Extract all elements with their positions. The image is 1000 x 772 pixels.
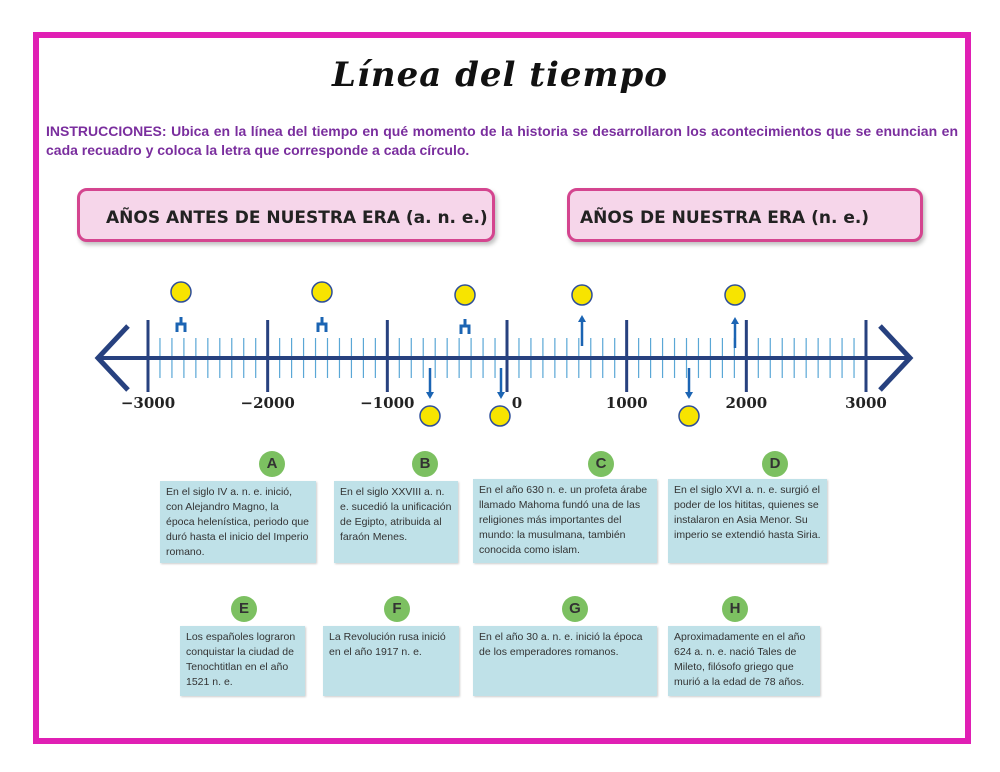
axis-label: 1000 [606, 394, 648, 412]
answer-circle[interactable] [311, 281, 333, 303]
instructions-text: INSTRUCCIONES: Ubica en la línea del tie… [46, 123, 958, 158]
card-e: Los españoles lograron conquistar la ciu… [180, 626, 305, 696]
answer-circle[interactable] [170, 281, 192, 303]
answer-circle[interactable] [724, 284, 746, 306]
page-title: Línea del tiempo [332, 55, 668, 95]
card-g: En el año 30 a. n. e. inició la época de… [473, 626, 657, 696]
marker-up-5 [724, 284, 746, 348]
card-a-badge: A [259, 451, 285, 477]
card-c-badge: C [588, 451, 614, 477]
card-f: La Revolución rusa inició en el año 1917… [323, 626, 459, 696]
card-b-badge: B [412, 451, 438, 477]
axis-label: −3000 [121, 394, 175, 412]
card-e-badge: E [231, 596, 257, 622]
axis-label: −1000 [360, 394, 414, 412]
axis-label: 2000 [725, 394, 767, 412]
answer-circle[interactable] [678, 405, 700, 427]
answer-circle[interactable] [571, 284, 593, 306]
era-after-box: AÑOS DE NUESTRA ERA (n. e.) [567, 188, 923, 242]
marker-down-2 [489, 368, 511, 427]
marker-up-2 [311, 281, 333, 332]
era-before-label: AÑOS ANTES DE NUESTRA ERA (a. n. e.) [106, 208, 488, 228]
arrow-left-icon [94, 324, 130, 392]
marker-bracket-icon [459, 319, 471, 334]
era-before-box: AÑOS ANTES DE NUESTRA ERA (a. n. e.) [77, 188, 495, 242]
marker-up-4 [571, 284, 593, 346]
marker-bracket-icon [175, 317, 187, 332]
card-a: En el siglo IV a. n. e. inició, con Alej… [160, 481, 316, 563]
card-c: En el año 630 n. e. un profeta árabe lla… [473, 479, 657, 563]
era-after-label: AÑOS DE NUESTRA ERA (n. e.) [580, 208, 870, 228]
major-ticks [146, 320, 868, 392]
answer-circle[interactable] [489, 405, 511, 427]
card-d: En el siglo XVI a. n. e. surgió el poder… [668, 479, 827, 563]
card-h: Aproximadamente en el año 624 a. n. e. n… [668, 626, 820, 696]
answer-circle[interactable] [419, 405, 441, 427]
marker-down-3 [678, 368, 700, 427]
marker-down-1 [419, 368, 441, 427]
marker-up-1 [170, 281, 192, 332]
axis-label: 0 [512, 394, 522, 412]
arrow-right-icon [878, 324, 914, 392]
marker-bracket-icon [316, 317, 328, 332]
card-f-badge: F [384, 596, 410, 622]
card-h-badge: H [722, 596, 748, 622]
marker-up-3 [454, 284, 476, 334]
card-b: En el siglo XXVIII a. n. e. sucedió la u… [334, 481, 458, 563]
axis-label: 3000 [845, 394, 887, 412]
axis-label: −2000 [241, 394, 295, 412]
card-d-badge: D [762, 451, 788, 477]
axis-labels: −3000 −2000 −1000 0 1000 2000 3000 [121, 394, 887, 412]
answer-circle[interactable] [454, 284, 476, 306]
card-g-badge: G [562, 596, 588, 622]
timeline: −3000 −2000 −1000 0 1000 2000 3000 [94, 281, 914, 427]
